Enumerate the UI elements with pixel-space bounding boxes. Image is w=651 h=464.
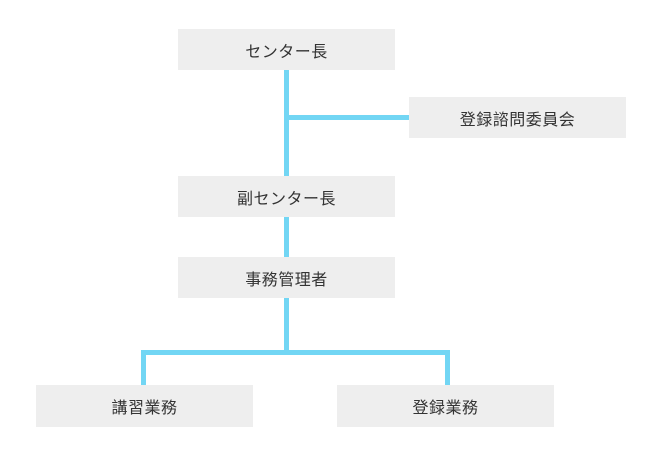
node-label: 登録諮問委員会 <box>459 109 576 129</box>
node-registration-committee: 登録諮問委員会 <box>409 97 626 138</box>
connector-horizontal-split <box>141 350 450 355</box>
node-label: 事務管理者 <box>245 269 328 289</box>
connector-right-drop <box>445 350 450 385</box>
node-registration-work: 登録業務 <box>337 385 554 427</box>
connector-deputy-to-manager <box>284 217 289 258</box>
node-center-director: センター長 <box>178 29 395 70</box>
connector-main-vertical-top <box>284 70 289 176</box>
node-label: 登録業務 <box>412 398 479 417</box>
node-deputy-director: 副センター長 <box>178 176 395 217</box>
connector-committee-branch <box>284 115 411 120</box>
node-office-manager: 事務管理者 <box>178 257 395 298</box>
node-label: 講習業務 <box>111 398 178 417</box>
node-label: センター長 <box>245 41 328 61</box>
connector-left-drop <box>141 350 146 385</box>
node-training-work: 講習業務 <box>36 385 253 427</box>
connector-manager-down <box>284 298 289 354</box>
node-label: 副センター長 <box>236 188 336 208</box>
